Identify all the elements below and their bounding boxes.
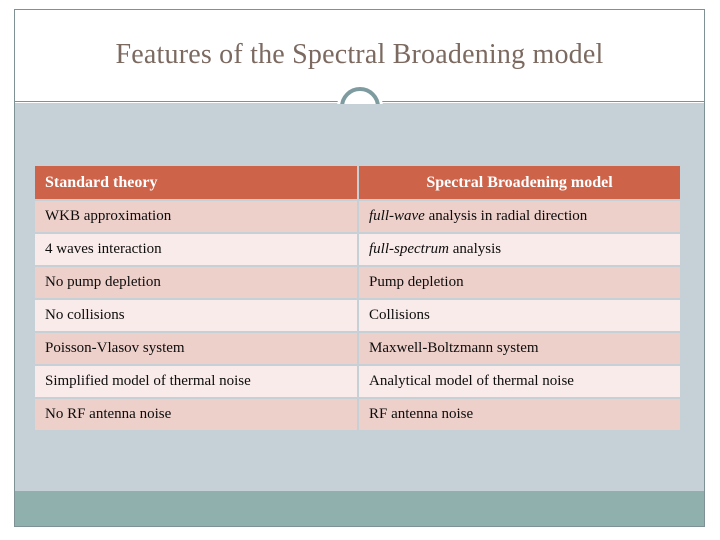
cell-text: analysis in radial direction — [424, 208, 588, 224]
cell-spectral-broadening-model: full-spectrum analysis — [359, 234, 680, 265]
cell-standard-theory: Poisson-Vlasov system — [35, 333, 357, 364]
bottom-accent-bar — [15, 491, 704, 526]
cell-spectral-broadening-model: full-wave analysis in radial direction — [359, 201, 680, 232]
table-header-row: Standard theory Spectral Broadening mode… — [35, 166, 680, 199]
cell-text: analysis — [449, 241, 502, 257]
slide: Features of the Spectral Broadening mode… — [14, 9, 705, 527]
cell-standard-theory: No RF antenna noise — [35, 399, 357, 430]
cell-standard-theory: Simplified model of thermal noise — [35, 366, 357, 397]
cell-standard-theory: No collisions — [35, 300, 357, 331]
cell-standard-theory: 4 waves interaction — [35, 234, 357, 265]
slide-body: Standard theory Spectral Broadening mode… — [15, 104, 704, 526]
page-title: Features of the Spectral Broadening mode… — [115, 39, 604, 70]
cell-spectral-broadening-model: Maxwell-Boltzmann system — [359, 333, 680, 364]
cell-standard-theory: No pump depletion — [35, 267, 357, 298]
comparison-table: Standard theory Spectral Broadening mode… — [33, 164, 682, 432]
cell-spectral-broadening-model: Collisions — [359, 300, 680, 331]
emphasis-text: full-wave — [369, 208, 425, 224]
emphasis-text: full-spectrum — [369, 241, 449, 257]
column-header-standard-theory: Standard theory — [35, 166, 357, 199]
cell-spectral-broadening-model: RF antenna noise — [359, 399, 680, 430]
cell-standard-theory: WKB approximation — [35, 201, 357, 232]
column-header-spectral-broadening-model: Spectral Broadening model — [359, 166, 680, 199]
cell-spectral-broadening-model: Analytical model of thermal noise — [359, 366, 680, 397]
cell-spectral-broadening-model: Pump depletion — [359, 267, 680, 298]
